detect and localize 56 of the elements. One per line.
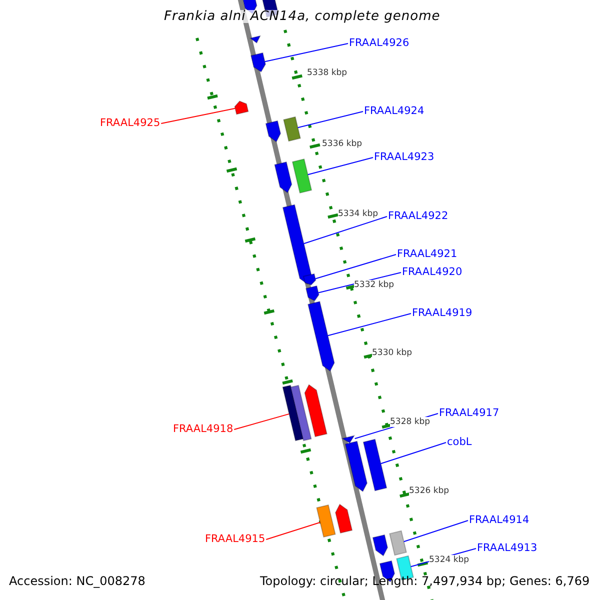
- gene-block: [307, 300, 335, 372]
- leader-line: [327, 313, 412, 336]
- gene-block: [341, 434, 356, 444]
- gene-block: [283, 116, 301, 142]
- leader-line: [160, 108, 236, 124]
- leader-line: [297, 111, 364, 128]
- gene-block: [304, 384, 328, 438]
- gene-label: FRAAL4920: [402, 266, 462, 279]
- gene-label: FRAAL4919: [412, 307, 472, 320]
- scale-tick-label: 5338 kbp: [307, 68, 348, 78]
- gene-block: [344, 440, 368, 492]
- gene-block: [305, 285, 320, 302]
- gene-label: FRAAL4922: [388, 210, 448, 223]
- leader-line: [380, 442, 446, 464]
- gene-label: FRAAL4915: [205, 533, 266, 546]
- leader-line: [307, 157, 374, 176]
- scale-tick-label: 5336 kbp: [322, 139, 362, 149]
- gene-block: [372, 534, 388, 556]
- leader-line: [303, 216, 388, 244]
- scale-tick-label: 5332 kbp: [354, 280, 394, 290]
- leader-line: [264, 43, 348, 62]
- gene-block: [274, 161, 292, 194]
- gene-block: [250, 52, 266, 72]
- gene-label: FRAAL4914: [469, 514, 530, 527]
- gene-label: FRAAL4918: [173, 423, 234, 436]
- scale-tick-label: 5326 kbp: [409, 486, 450, 496]
- leader-line: [403, 520, 468, 542]
- gene-label: FRAAL4926: [349, 37, 410, 50]
- gene-label: FRAAL4925: [100, 117, 160, 130]
- leader-line: [314, 254, 396, 280]
- gene-label: FRAAL4913: [477, 542, 538, 555]
- gene-block: [362, 438, 388, 492]
- footer-text: Topology: circular; Length: 7,497,934 bp; Genes: 6,769: [260, 575, 590, 588]
- gene-block: [265, 120, 282, 142]
- gene-label: FRAAL4924: [364, 105, 424, 118]
- leader-line: [266, 522, 321, 540]
- gene-block: [249, 35, 262, 44]
- gene-label: FRAAL4917: [439, 407, 500, 420]
- gene-label: FRAAL4921: [397, 248, 458, 261]
- leader-line: [234, 413, 290, 430]
- gene-block: [282, 204, 312, 285]
- gene-block: [389, 530, 407, 556]
- gene-block: [302, 273, 316, 286]
- gene-block: [335, 504, 353, 534]
- gene-block: [290, 384, 312, 442]
- scale-tick-label: 5324 kbp: [429, 555, 470, 565]
- footer-text: Accession: NC_008278: [9, 575, 146, 588]
- diagram-title: Frankia alni ACN14a, complete genome: [164, 10, 440, 23]
- gene-block: [292, 158, 312, 194]
- gene-label: cobL: [447, 436, 472, 449]
- scale-tick-label: 5334 kbp: [338, 209, 378, 219]
- gene-block: [234, 100, 249, 115]
- gene-block: [316, 504, 336, 538]
- gene-label: FRAAL4923: [374, 151, 434, 164]
- scale-tick-label: 5330 kbp: [372, 348, 412, 358]
- scale-tick-label: 5328 kbp: [390, 417, 430, 427]
